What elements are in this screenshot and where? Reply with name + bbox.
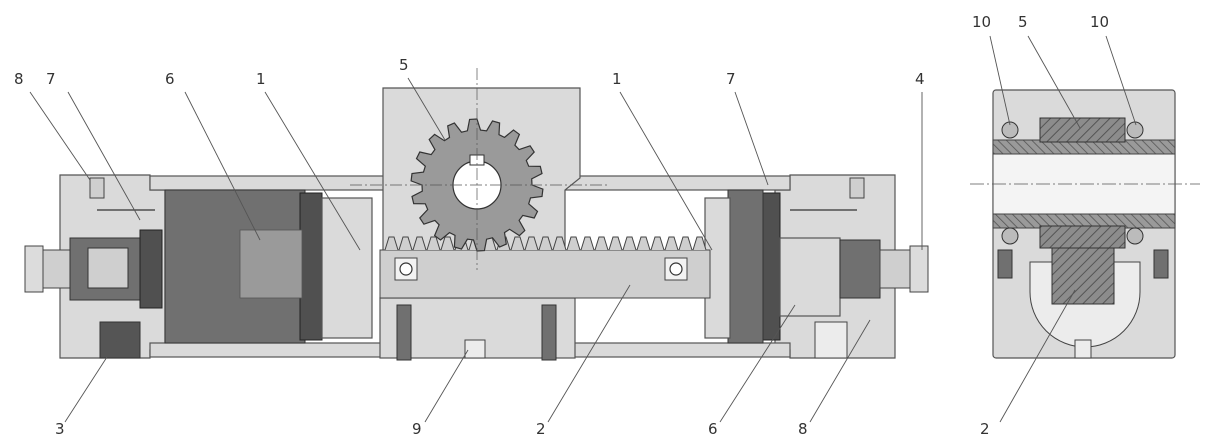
side-bearing-bottom-right bbox=[1126, 227, 1144, 245]
left-piston-face bbox=[299, 192, 323, 341]
side-bottom-port bbox=[1074, 339, 1092, 359]
right-adjust-screw bbox=[879, 249, 911, 289]
label-main-top-7: 4 bbox=[915, 70, 925, 88]
label-main-top-2: 6 bbox=[165, 70, 175, 88]
label-main-top-5: 1 bbox=[612, 70, 622, 88]
label-main-bottom-4: 8 bbox=[798, 420, 808, 438]
label-main-top-4: 5 bbox=[399, 56, 409, 74]
label-main-bottom-3: 6 bbox=[708, 420, 718, 438]
rack bbox=[379, 236, 711, 299]
label-side-top-0: 10 bbox=[972, 13, 991, 31]
rack-body bbox=[379, 249, 711, 299]
label-main-bottom-1: 9 bbox=[412, 420, 422, 438]
side-bolt-right bbox=[1153, 249, 1169, 279]
left-guide-plate bbox=[321, 197, 373, 339]
label-side-top-1: 5 bbox=[1018, 13, 1028, 31]
side-bearing-bottom-left bbox=[1001, 227, 1019, 245]
left-bottom-port bbox=[99, 321, 141, 359]
left-nut bbox=[24, 245, 44, 293]
side-bearing-top-left bbox=[1001, 121, 1019, 139]
right-guide-bolt bbox=[541, 304, 557, 361]
left-stop-plate bbox=[139, 229, 163, 309]
label-main-top-6: 7 bbox=[726, 70, 736, 88]
left-top-fitting bbox=[89, 177, 105, 199]
label-main-top-0: 8 bbox=[14, 70, 24, 88]
left-adjust-screw bbox=[42, 249, 71, 289]
left-guide-bolt bbox=[396, 304, 412, 361]
side-rack-section bbox=[1051, 247, 1115, 305]
right-bottom-port bbox=[814, 321, 848, 359]
rack-pin-left-hole bbox=[399, 262, 413, 276]
rack-tooth-profile bbox=[384, 236, 707, 251]
side-gear-top bbox=[1039, 117, 1126, 143]
right-piston-rod bbox=[779, 237, 841, 317]
left-adjust-block-window bbox=[87, 247, 129, 289]
side-bearing-top-right bbox=[1126, 121, 1144, 139]
left-piston-pocket bbox=[239, 229, 303, 299]
center-bottom-port bbox=[464, 339, 486, 359]
side-gear-bottom bbox=[1039, 225, 1126, 249]
rack-teeth bbox=[384, 236, 707, 251]
label-main-bottom-2: 2 bbox=[536, 420, 546, 438]
right-top-fitting bbox=[849, 177, 865, 199]
main-section-view bbox=[24, 68, 929, 361]
label-side-top-2: 10 bbox=[1090, 13, 1109, 31]
right-adjust-block bbox=[839, 239, 881, 299]
side-bolt-left bbox=[997, 249, 1013, 279]
right-piston-body bbox=[727, 189, 764, 344]
part-labels: 8 7 6 1 5 1 7 4 3 9 2 6 8 10 5 10 2 bbox=[14, 13, 1109, 438]
side-section-view bbox=[970, 89, 1200, 359]
right-nut bbox=[909, 245, 929, 293]
label-main-top-3: 1 bbox=[256, 70, 266, 88]
label-main-top-1: 7 bbox=[46, 70, 56, 88]
label-side-bottom-0: 2 bbox=[980, 420, 990, 438]
rack-pin-right-hole bbox=[669, 262, 683, 276]
leader-lines bbox=[29, 35, 1137, 423]
label-main-bottom-0: 3 bbox=[55, 420, 65, 438]
